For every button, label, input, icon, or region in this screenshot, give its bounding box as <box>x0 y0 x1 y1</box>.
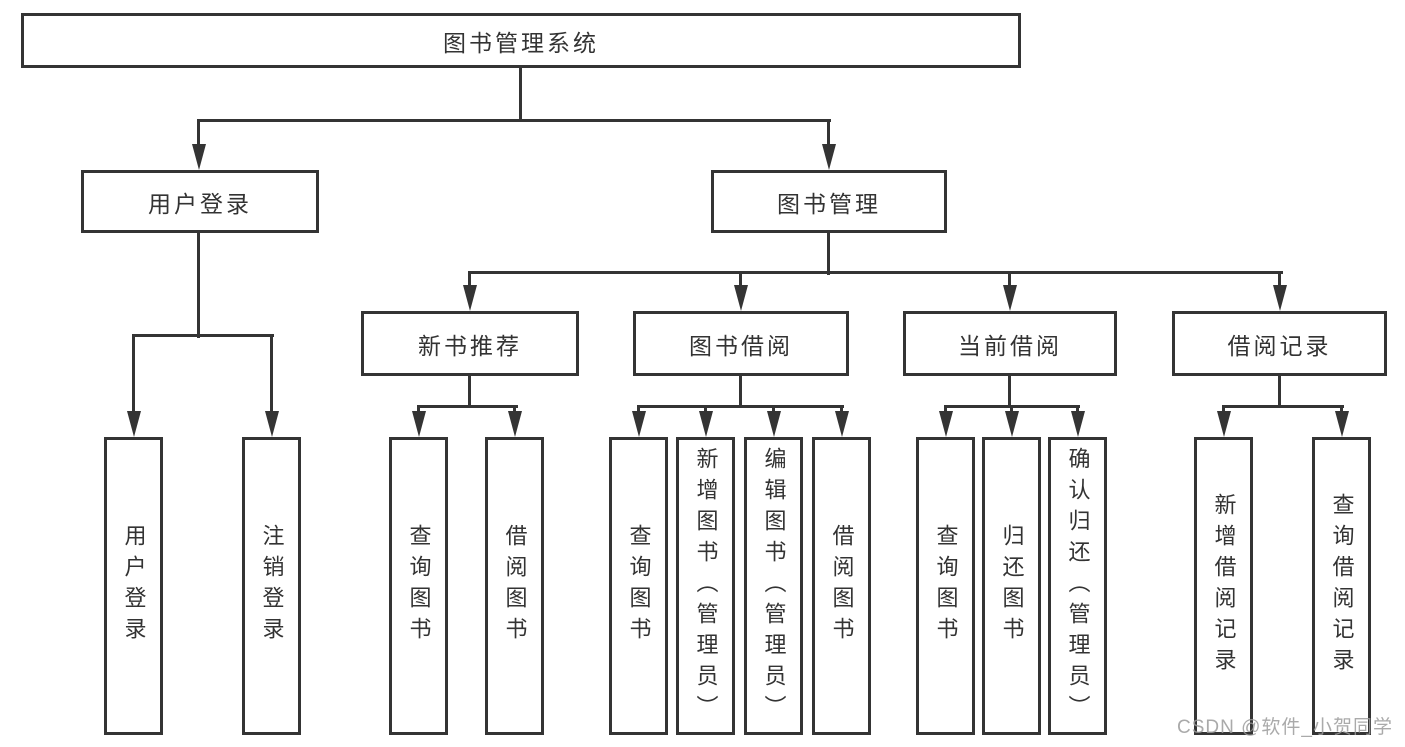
node-borrowing-records: 借阅记录 <box>1172 311 1387 376</box>
node-book-management-label: 图书管理 <box>777 190 881 217</box>
node-query-books-borrow: 查询图书 <box>609 437 668 735</box>
node-borrow-books-recommend-label: 借阅图书 <box>502 524 528 648</box>
arrowhead-icon <box>265 411 279 437</box>
connector-line <box>840 405 843 415</box>
connector-line <box>417 405 420 415</box>
arrowhead-icon <box>127 411 141 437</box>
node-book-borrowing: 图书借阅 <box>633 311 849 376</box>
arrowhead-icon <box>508 411 522 437</box>
node-query-books-current-label: 查询图书 <box>933 524 959 648</box>
node-logout-label: 注销登录 <box>259 524 285 648</box>
arrowhead-icon <box>1071 411 1085 437</box>
connector-line <box>739 374 742 408</box>
arrowhead-icon <box>1273 285 1287 311</box>
node-borrow-books: 借阅图书 <box>812 437 871 735</box>
node-borrow-books-recommend: 借阅图书 <box>485 437 544 735</box>
connector-line <box>739 271 742 288</box>
connector-line <box>1008 271 1011 288</box>
connector-line <box>1076 405 1079 415</box>
connector-line <box>1010 405 1013 415</box>
node-new-book-recommend-label: 新书推荐 <box>418 332 522 359</box>
node-user-login: 用户登录 <box>81 170 319 233</box>
connector-line <box>637 405 844 408</box>
node-query-borrow-record: 查询借阅记录 <box>1312 437 1371 735</box>
connector-line <box>132 334 274 337</box>
node-query-borrow-record-label: 查询借阅记录 <box>1329 493 1355 679</box>
connector-line <box>197 119 200 147</box>
connector-line <box>637 405 640 415</box>
node-return-books-label: 归还图书 <box>999 524 1025 648</box>
node-add-borrow-record: 新增借阅记录 <box>1194 437 1253 735</box>
node-query-books-current: 查询图书 <box>916 437 975 735</box>
connector-line <box>827 119 830 147</box>
node-logout: 注销登录 <box>242 437 301 735</box>
connector-line <box>468 271 471 288</box>
arrowhead-icon <box>699 411 713 437</box>
arrowhead-icon <box>835 411 849 437</box>
connector-line <box>1222 405 1225 415</box>
arrowhead-icon <box>1335 411 1349 437</box>
arrowhead-icon <box>734 285 748 311</box>
node-add-borrow-record-label: 新增借阅记录 <box>1211 493 1237 679</box>
node-confirm-return-admin: 确认归还（管理员） <box>1048 437 1107 735</box>
node-book-management: 图书管理 <box>711 170 947 233</box>
node-edit-books-admin-label: 编辑图书（管理员） <box>761 446 787 726</box>
connector-line <box>1222 405 1344 408</box>
arrowhead-icon <box>1217 411 1231 437</box>
connector-line <box>772 405 775 415</box>
node-borrow-books-label: 借阅图书 <box>829 524 855 648</box>
connector-line <box>468 271 1283 274</box>
node-add-books-admin: 新增图书（管理员） <box>676 437 735 735</box>
node-query-books-borrow-label: 查询图书 <box>626 524 652 648</box>
arrowhead-icon <box>822 144 836 170</box>
connector-line <box>944 405 947 415</box>
node-add-books-admin-label: 新增图书（管理员） <box>693 446 719 726</box>
connector-line <box>1340 405 1343 415</box>
node-confirm-return-admin-label: 确认归还（管理员） <box>1065 446 1091 726</box>
connector-line <box>1278 374 1281 408</box>
connector-line <box>1008 374 1011 408</box>
connector-line <box>417 405 518 408</box>
arrowhead-icon <box>412 411 426 437</box>
connector-line <box>270 334 273 414</box>
connector-line <box>1278 271 1281 288</box>
node-root-label: 图书管理系统 <box>443 29 599 56</box>
node-borrowing-records-label: 借阅记录 <box>1227 332 1332 359</box>
arrowhead-icon <box>939 411 953 437</box>
connector-line <box>513 405 516 415</box>
watermark: CSDN @软件_小贺同学 <box>1177 717 1393 738</box>
connector-line <box>132 334 135 414</box>
arrowhead-icon <box>1005 411 1019 437</box>
node-return-books: 归还图书 <box>982 437 1041 735</box>
arrowhead-icon <box>632 411 646 437</box>
arrowhead-icon <box>767 411 781 437</box>
node-book-borrowing-label: 图书借阅 <box>689 332 793 359</box>
node-user-login-label: 用户登录 <box>148 190 252 217</box>
connector-line <box>704 405 707 415</box>
arrowhead-icon <box>192 144 206 170</box>
node-root: 图书管理系统 <box>21 13 1021 68</box>
connector-line <box>468 374 471 408</box>
node-query-books-recommend: 查询图书 <box>389 437 448 735</box>
node-current-borrowing-label: 当前借阅 <box>958 332 1062 359</box>
node-current-borrowing: 当前借阅 <box>903 311 1117 376</box>
connector-line <box>519 66 522 122</box>
node-user-login-action: 用户登录 <box>104 437 163 735</box>
arrowhead-icon <box>463 285 477 311</box>
node-query-books-recommend-label: 查询图书 <box>406 524 432 648</box>
connector-line <box>197 231 200 338</box>
connector-line <box>827 231 830 275</box>
node-user-login-action-label: 用户登录 <box>121 524 147 648</box>
node-new-book-recommend: 新书推荐 <box>361 311 579 376</box>
node-edit-books-admin: 编辑图书（管理员） <box>744 437 803 735</box>
arrowhead-icon <box>1003 285 1017 311</box>
connector-line <box>197 119 831 122</box>
